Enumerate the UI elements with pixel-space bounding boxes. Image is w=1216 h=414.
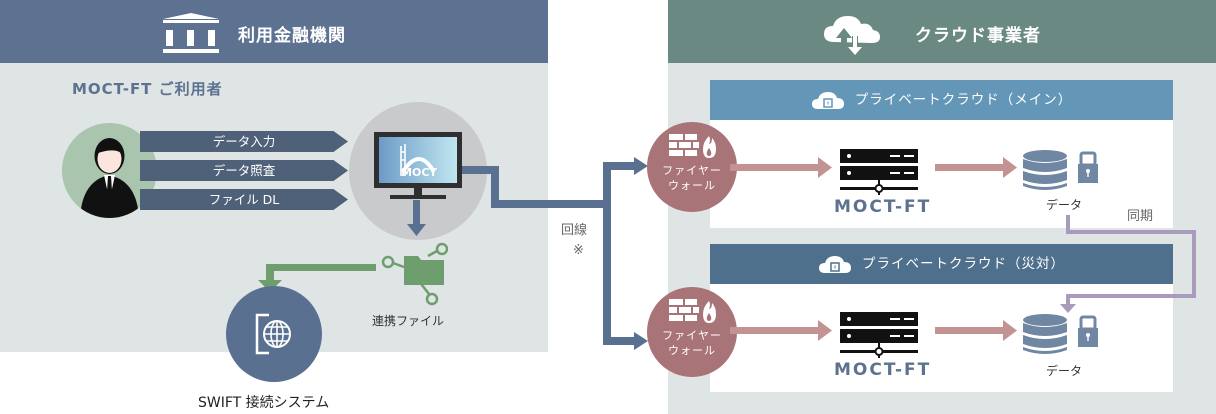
firewall-label-line1: ファイヤー	[662, 164, 722, 177]
network-line-arrow	[462, 162, 637, 345]
line-note-mark: ※	[573, 243, 584, 258]
firewall-main: ファイヤーウォール	[647, 122, 737, 212]
cloud-upload-download-icon	[824, 16, 880, 55]
cloud-provider-title: クラウド事業者	[915, 26, 1041, 46]
user-bank-header	[0, 0, 548, 63]
firewall-label-line1: ファイヤー	[662, 329, 722, 342]
private-cloud-main-title: プライベートクラウド（メイン）	[854, 92, 1073, 108]
action-data-input: データ入力	[140, 131, 348, 152]
line-label: 回線	[561, 223, 588, 238]
cloud-provider-header	[668, 0, 1216, 63]
linked-file-icon	[381, 242, 448, 306]
moct-logo-text: MOCT	[401, 166, 437, 179]
secure-cloud-icon	[811, 92, 844, 109]
firewall-dr: ファイヤーウォール	[647, 287, 737, 377]
secure-cloud-icon	[819, 256, 851, 273]
firewall-label-line2: ウォール	[668, 344, 716, 357]
sync-label: 同期	[1127, 209, 1154, 224]
firewall-icon	[669, 134, 716, 158]
linked-file-label: 連携ファイル	[372, 314, 445, 328]
moct-ft-server-dr-label: MOCT-FT	[834, 360, 932, 380]
user-avatar-icon	[62, 123, 157, 218]
globe-document-icon	[255, 313, 291, 355]
data-main-label: データ	[1046, 198, 1083, 212]
bank-icon	[163, 13, 219, 53]
action-file-download: ファイル DL	[140, 189, 348, 210]
server-icon	[840, 149, 918, 195]
moct-ft-server-main-label: MOCT-FT	[834, 197, 932, 217]
database-lock-icon	[1023, 314, 1098, 354]
database-lock-icon	[1023, 150, 1098, 190]
data-dr-label: データ	[1046, 364, 1083, 378]
private-cloud-dr-header: プライベートクラウド（災対）	[710, 244, 1173, 284]
firewall-label-line2: ウォール	[668, 179, 716, 192]
server-icon	[840, 312, 918, 358]
user-bank-title: 利用金融機関	[238, 26, 346, 46]
firewall-icon	[669, 299, 716, 323]
monitor-icon	[374, 132, 462, 199]
private-cloud-main-header: プライベートクラウド（メイン）	[710, 80, 1173, 120]
arrow-to-firewall-dr	[634, 332, 648, 350]
terminal-down-arrow	[407, 200, 426, 236]
action-data-verify: データ照査	[140, 160, 348, 181]
private-cloud-dr-title: プライベートクラウド（災対）	[862, 256, 1065, 272]
arrow-to-firewall-main	[634, 157, 648, 175]
moct-ft-users-label: MOCT-FT ご利用者	[72, 80, 223, 98]
swift-system-label: SWIFT 接続システム	[198, 395, 330, 411]
